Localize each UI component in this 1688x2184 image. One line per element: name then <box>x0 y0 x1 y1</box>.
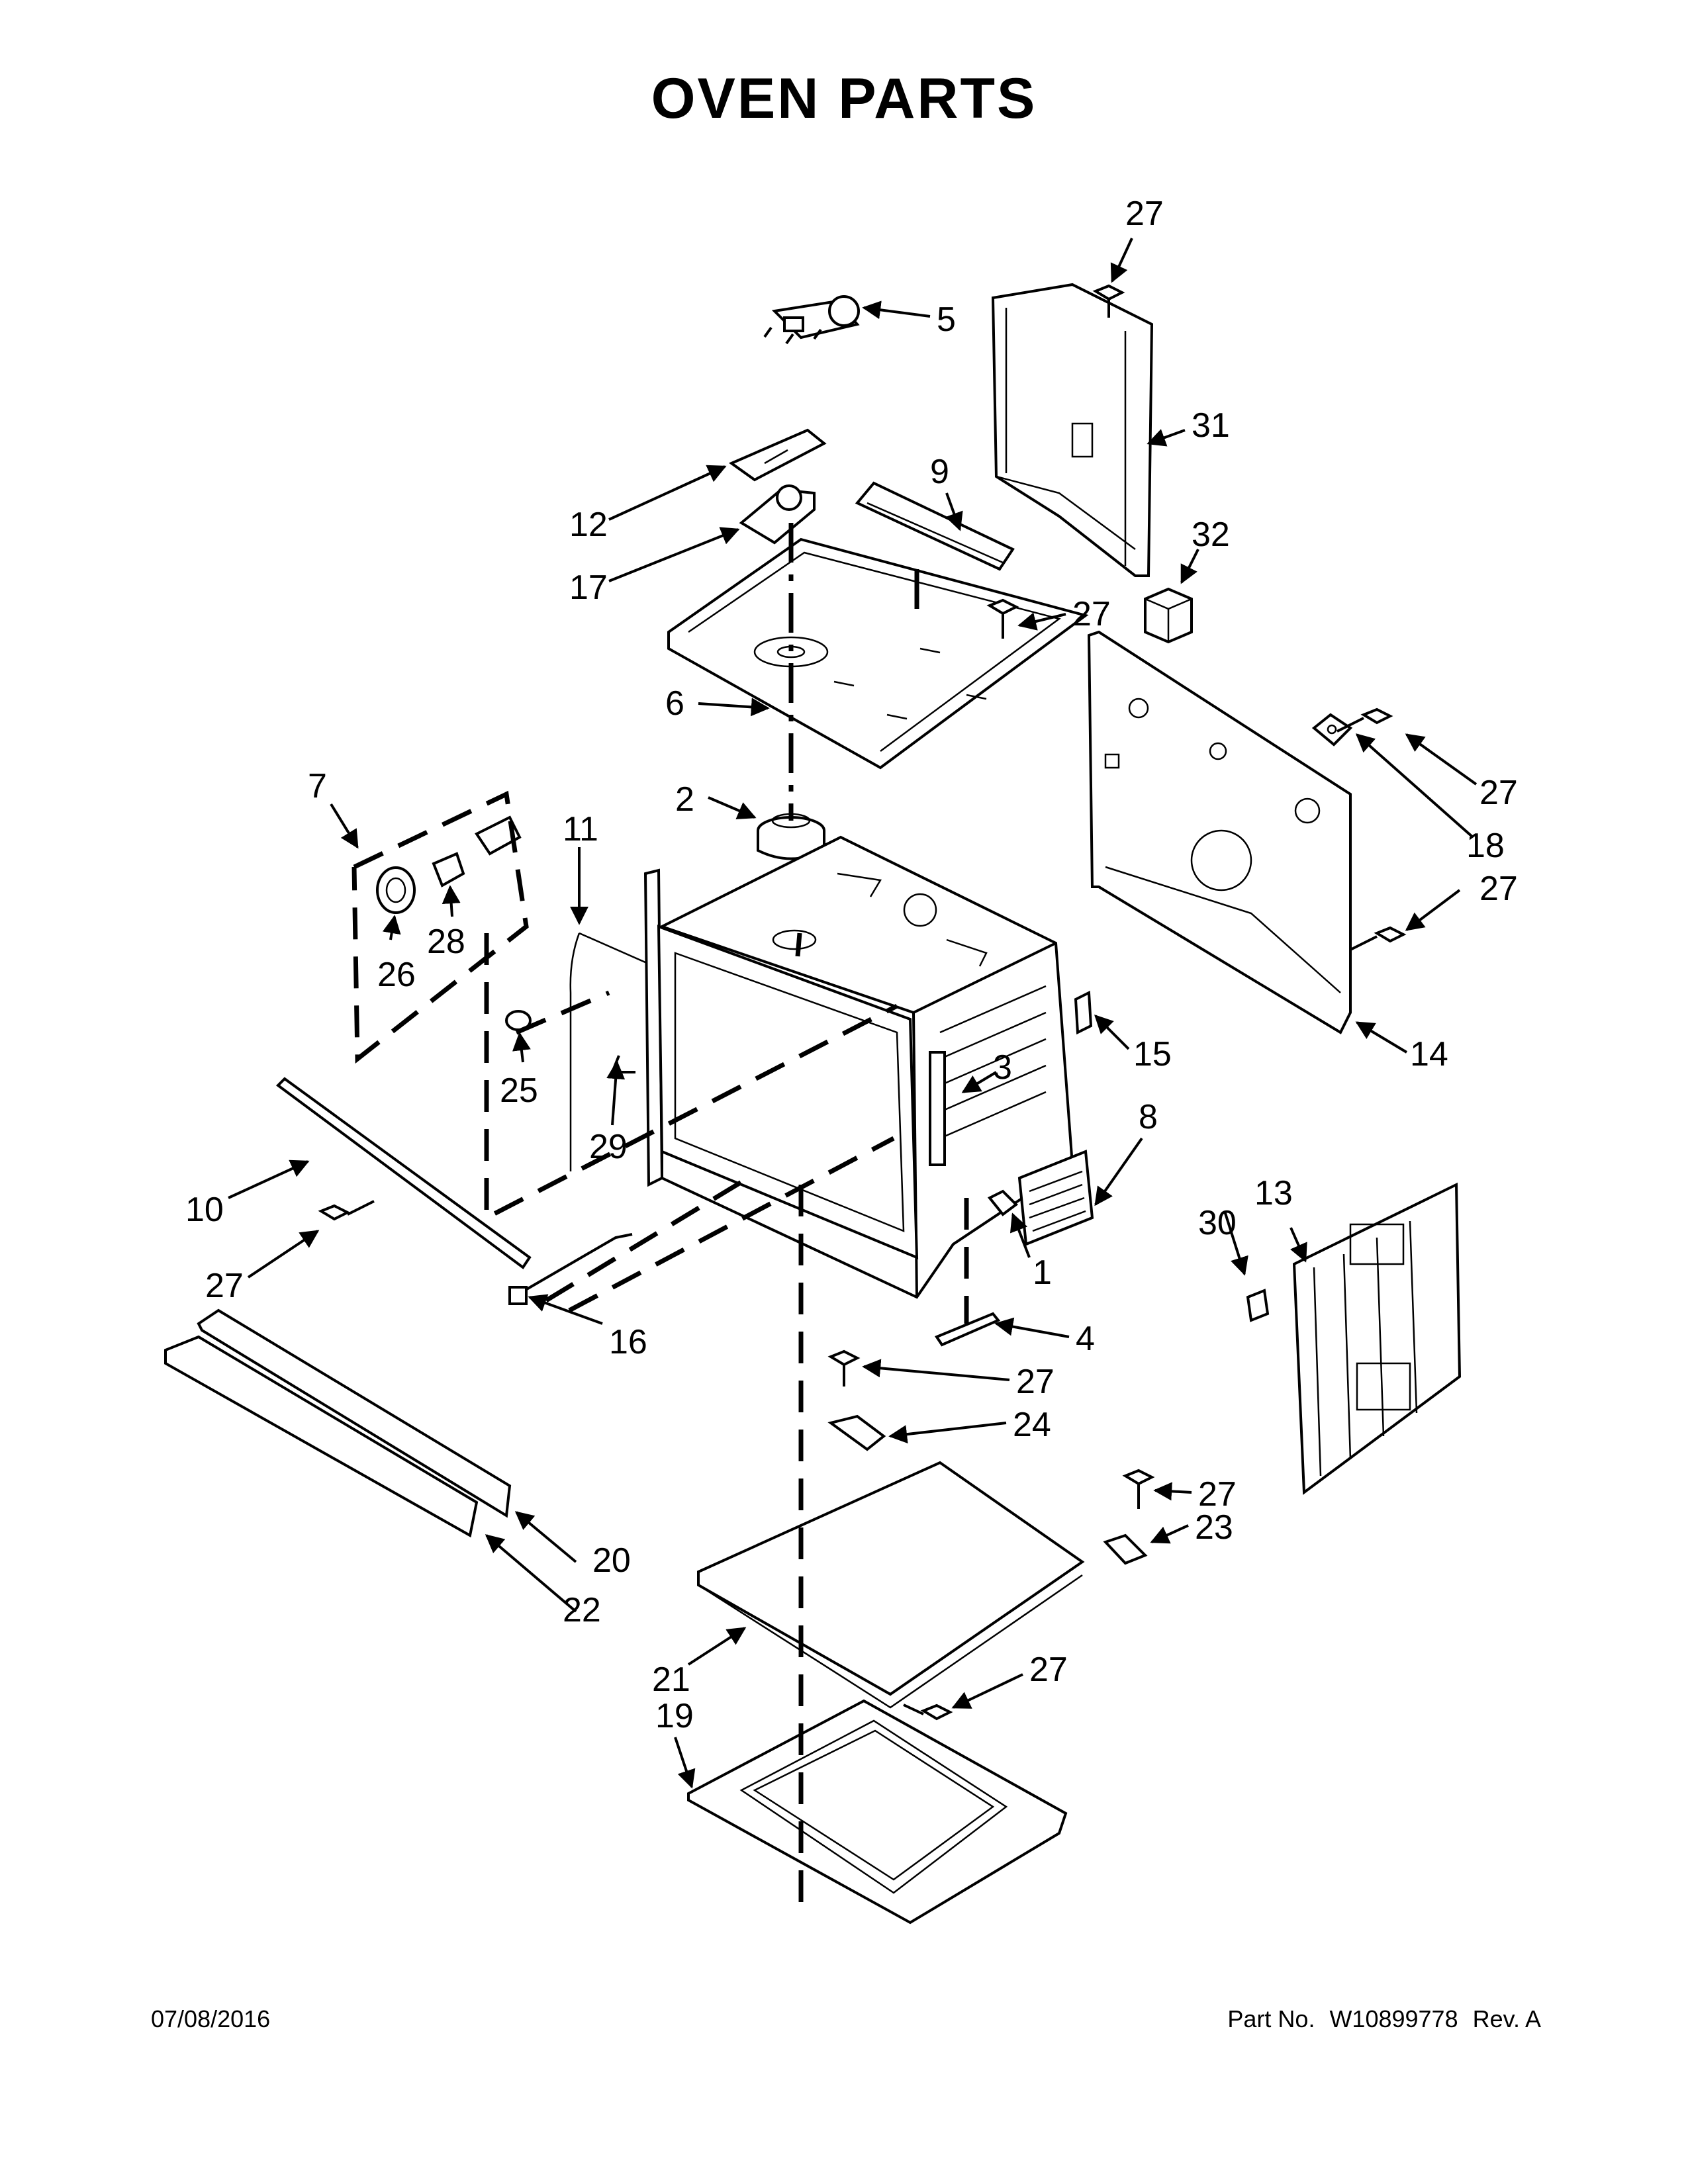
part-22-drawing <box>164 1335 479 1538</box>
callout-13: 13 <box>1254 1174 1293 1212</box>
part-12-drawing <box>728 428 827 482</box>
part-14-drawing <box>1087 630 1352 1034</box>
part-prefix: Part No. <box>1227 2005 1315 2032</box>
part-number: W10899778 <box>1329 2005 1458 2032</box>
callout-16: 16 <box>609 1323 647 1361</box>
callout-31: 31 <box>1192 406 1230 445</box>
part-32-drawing <box>1144 587 1193 644</box>
callout-9: 9 <box>930 453 949 491</box>
callout-7: 7 <box>308 767 327 805</box>
callout-27g: 27 <box>1198 1475 1237 1514</box>
part-5-drawing <box>763 295 860 345</box>
callout-15: 15 <box>1133 1035 1172 1073</box>
part-20-drawing <box>197 1308 512 1518</box>
callout-21: 21 <box>652 1661 690 1699</box>
part-16-drawing <box>512 1233 633 1298</box>
callout-29: 29 <box>589 1128 628 1166</box>
callout-1: 1 <box>1033 1253 1052 1292</box>
callout-22: 22 <box>563 1591 601 1629</box>
leader-arrows <box>228 238 1477 1789</box>
callout-19: 19 <box>655 1697 694 1735</box>
callout-32: 32 <box>1192 516 1230 554</box>
part-11-drawing <box>569 933 581 1171</box>
callout-28: 28 <box>427 923 465 961</box>
page-title: OVEN PARTS <box>651 67 1037 130</box>
part-1-drawing <box>987 1189 1019 1216</box>
callout-14: 14 <box>1410 1035 1448 1073</box>
callout-27a: 27 <box>1125 195 1164 233</box>
callout-18: 18 <box>1466 827 1505 865</box>
callout-24: 24 <box>1013 1406 1051 1444</box>
callout-25: 25 <box>500 1071 538 1110</box>
part-21-drawing <box>697 1461 1085 1709</box>
callout-6: 6 <box>665 684 684 723</box>
screw-27-drawings <box>318 284 1407 1721</box>
revision: Rev. A <box>1472 2005 1541 2032</box>
part-7-kit-drawing <box>376 815 522 914</box>
part-23-drawing <box>1103 1533 1148 1565</box>
callout-3: 3 <box>993 1048 1012 1087</box>
part-30-drawing <box>1246 1289 1270 1322</box>
part-13-drawing <box>1292 1182 1462 1495</box>
callout-27c: 27 <box>1479 774 1518 812</box>
callout-2: 2 <box>675 780 694 819</box>
callout-5: 5 <box>937 300 956 339</box>
callout-10: 10 <box>185 1191 224 1229</box>
part-31-drawing <box>991 283 1154 577</box>
alignment-lines <box>352 523 969 1906</box>
callout-4: 4 <box>1076 1320 1095 1358</box>
footer-date: 07/08/2016 <box>151 2005 271 2032</box>
callout-27b: 27 <box>1072 595 1111 633</box>
part-18-drawing <box>1311 713 1353 747</box>
callout-26: 26 <box>377 956 416 994</box>
oven-cavity-drawing <box>643 835 1074 1299</box>
callout-17: 17 <box>569 569 608 607</box>
part-9-drawing <box>855 481 1015 571</box>
callout-11: 11 <box>563 810 598 848</box>
callout-27h: 27 <box>1029 1651 1068 1689</box>
callout-20: 20 <box>592 1541 631 1580</box>
footer-part-number: Part No. W10899778 Rev. A <box>1213 2005 1541 2033</box>
part-6-drawing <box>667 537 1089 770</box>
callout-12: 12 <box>569 506 608 544</box>
callout-30: 30 <box>1198 1204 1237 1242</box>
part-24-drawing <box>827 1414 886 1451</box>
callout-23: 23 <box>1195 1508 1233 1547</box>
part-17-drawing <box>739 484 816 545</box>
part-15-drawing <box>1074 990 1093 1035</box>
part-19-drawing <box>687 1699 1068 1925</box>
part-10-drawing <box>275 1077 532 1269</box>
callout-27d: 27 <box>1479 870 1518 908</box>
callout-8: 8 <box>1139 1098 1158 1136</box>
callout-27f: 27 <box>1016 1363 1055 1401</box>
callout-27e: 27 <box>205 1267 244 1305</box>
callout-labels: 1 2 3 4 5 6 7 8 9 10 11 12 13 14 15 16 1… <box>185 195 1518 1735</box>
